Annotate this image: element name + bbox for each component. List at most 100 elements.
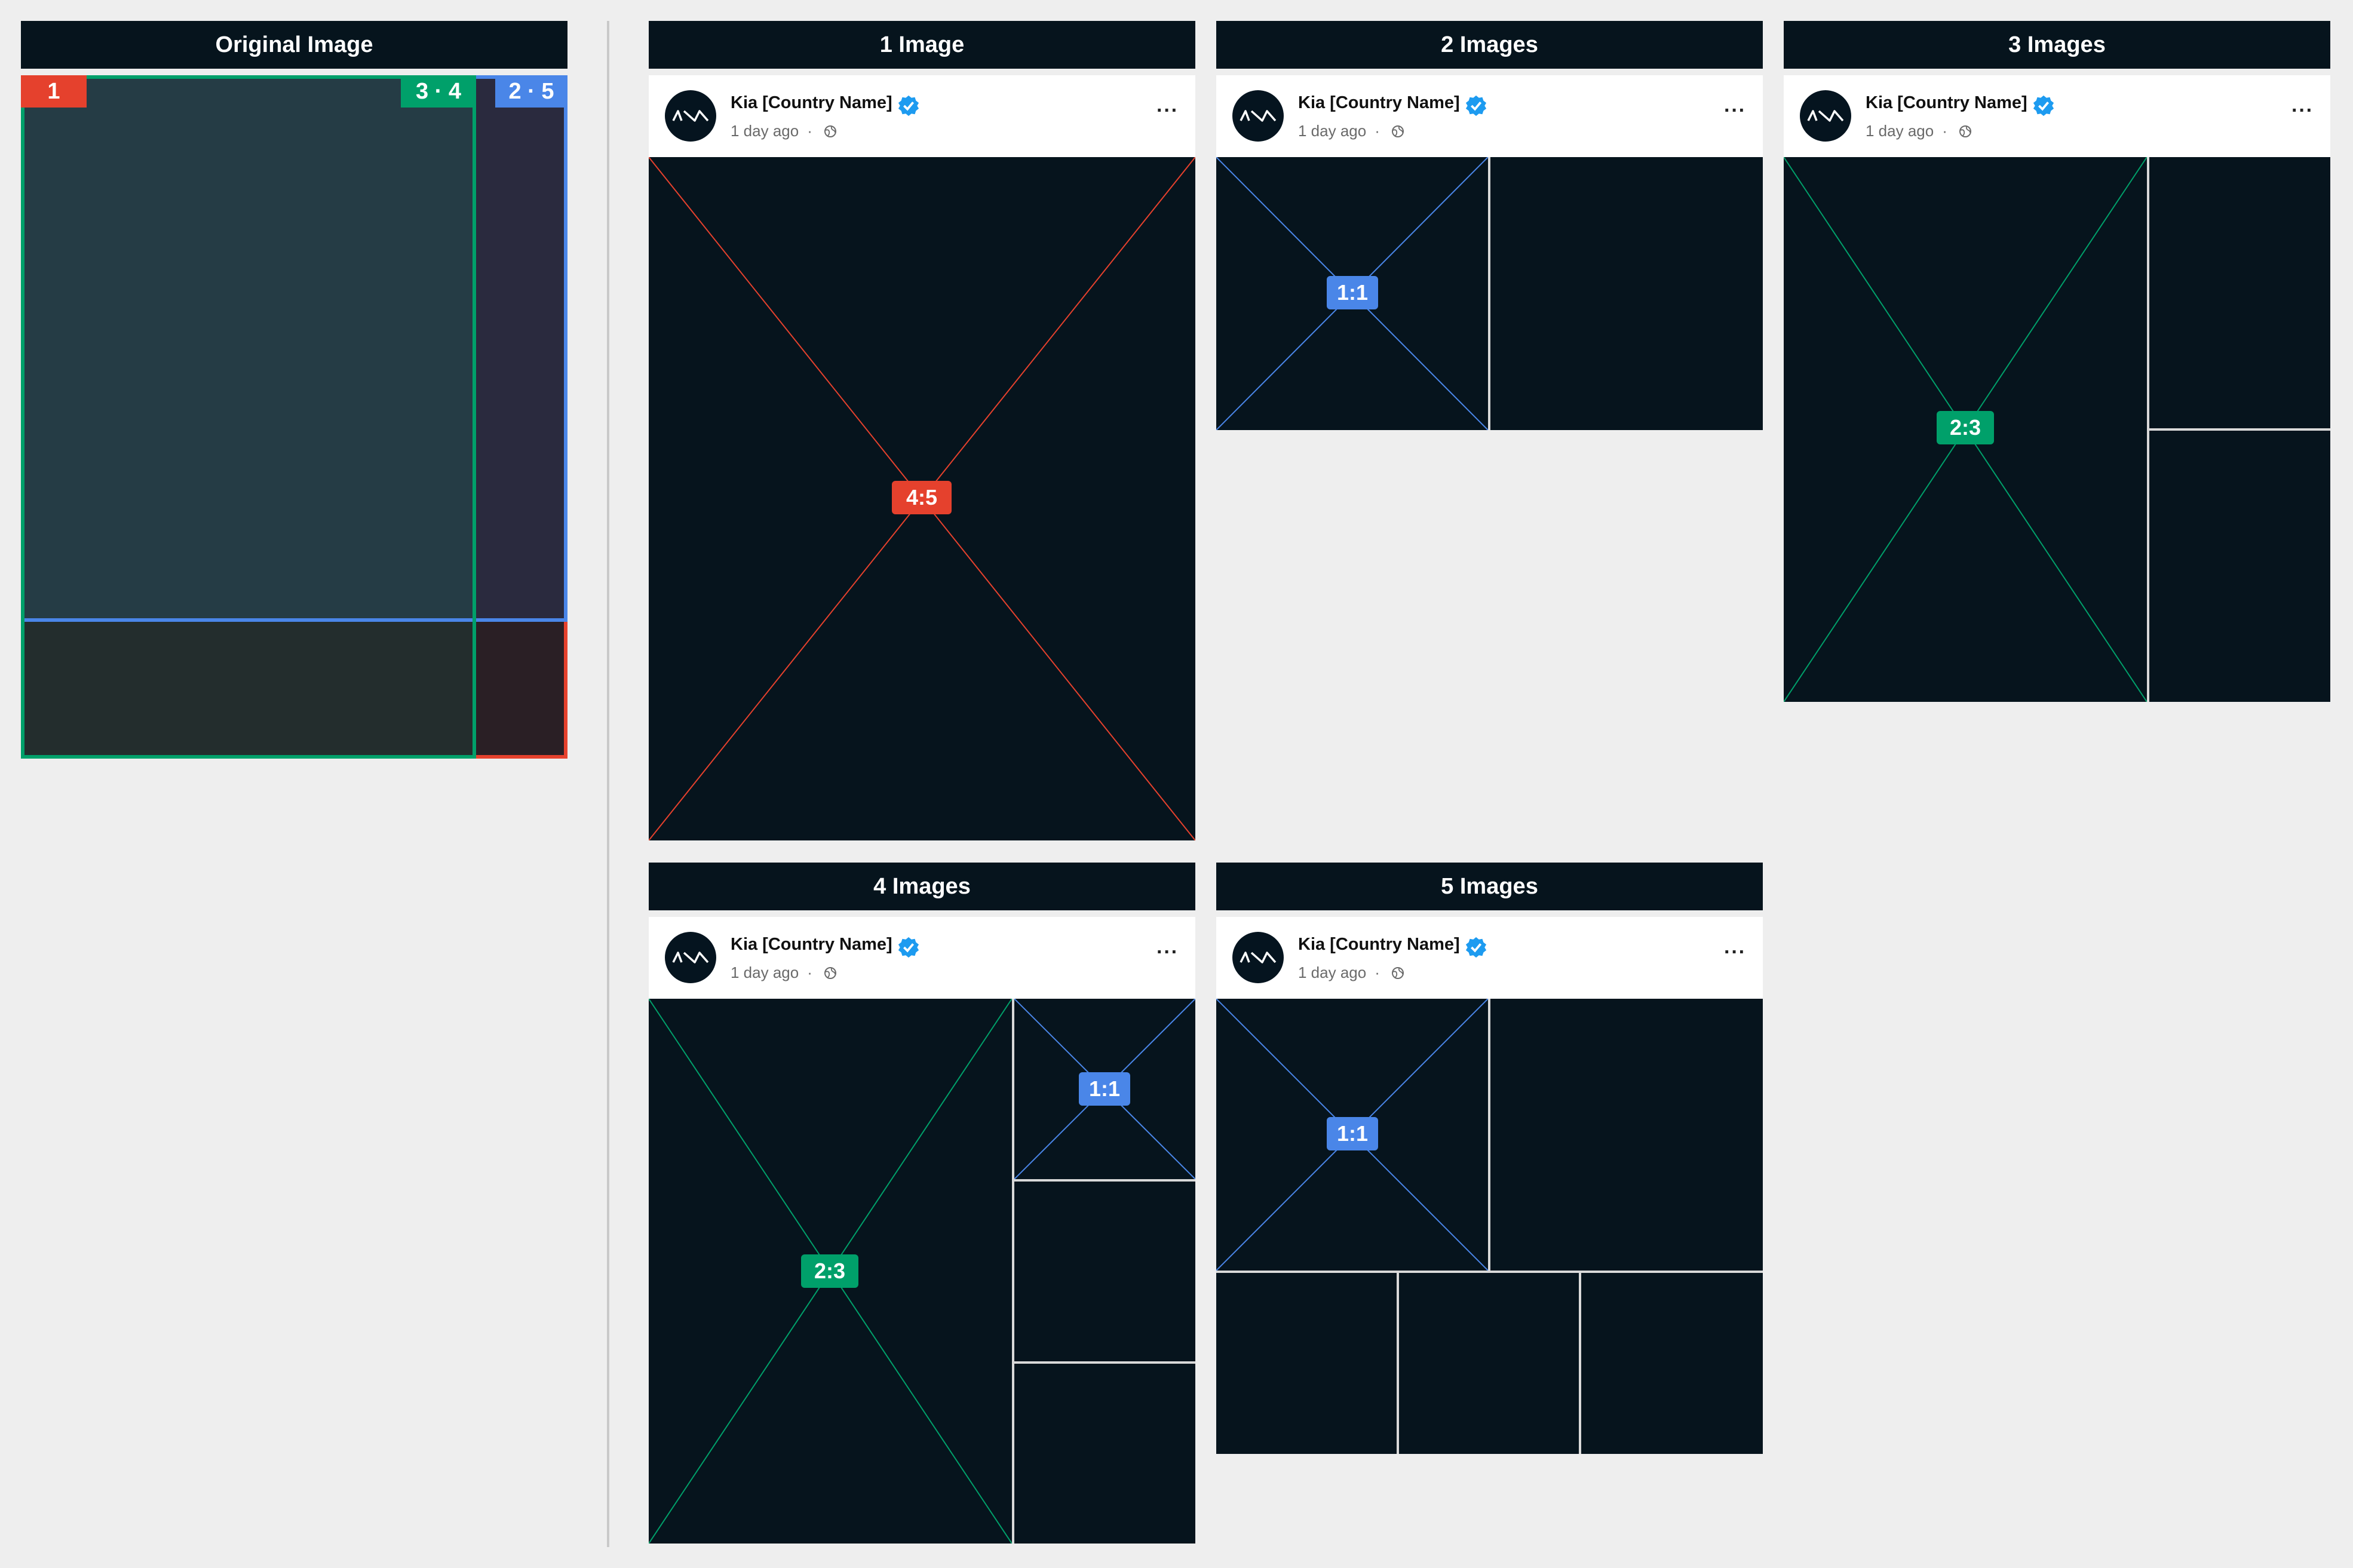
post-meta: 1 day ago · — [731, 963, 837, 982]
globe-icon — [824, 125, 836, 137]
aspect-ratio-badge: 2:3 — [1937, 411, 1994, 444]
post-header: Kia [Country Name] 1 day ago · ··· — [649, 75, 1195, 157]
globe-icon — [1391, 125, 1404, 137]
tile-divider — [1012, 999, 1014, 1544]
crop-region-corner — [473, 619, 567, 759]
post-header: Kia [Country Name] 1 day ago · ··· — [1216, 75, 1763, 157]
image-tile-4[interactable] — [1014, 1364, 1195, 1544]
avatar[interactable] — [1800, 90, 1851, 142]
aspect-ratio-badge-side: 1:1 — [1079, 1072, 1130, 1106]
post-media[interactable]: 2:3 1:1 — [649, 999, 1195, 1544]
meta-separator: · — [1375, 122, 1380, 140]
post-media[interactable]: 1:1 — [1216, 157, 1763, 430]
column-divider — [607, 21, 609, 1547]
meta-separator: · — [807, 963, 812, 981]
header-5-images: 5 Images — [1216, 863, 1763, 910]
avatar[interactable] — [665, 932, 716, 983]
more-icon[interactable]: ··· — [1724, 941, 1746, 963]
aspect-ratio-badge: 1:1 — [1327, 276, 1378, 309]
post-4-images: Kia [Country Name] 1 day ago · ··· 2:3 1:… — [649, 917, 1195, 1544]
image-tile-5[interactable] — [1581, 1273, 1763, 1454]
post-5-images: Kia [Country Name] 1 day ago · ··· 1:1 — [1216, 917, 1763, 1454]
post-time: 1 day ago — [731, 122, 799, 140]
meta-separator: · — [1942, 122, 1947, 140]
verified-badge-icon — [1465, 937, 1487, 958]
post-header: Kia [Country Name] 1 day ago · ··· — [1784, 75, 2330, 157]
tile-divider — [1216, 1271, 1763, 1273]
image-tile-3[interactable] — [1014, 1182, 1195, 1361]
tile-divider — [1579, 1273, 1581, 1454]
avatar[interactable] — [1232, 932, 1284, 983]
post-meta: 1 day ago · — [1298, 122, 1405, 140]
kia-logo-icon — [1240, 952, 1277, 963]
post-meta: 1 day ago · — [1866, 122, 1972, 140]
post-header: Kia [Country Name] 1 day ago · ··· — [649, 917, 1195, 999]
crop-outline-3-4 — [21, 75, 476, 759]
image-tile-3[interactable] — [2149, 431, 2330, 702]
post-meta: 1 day ago · — [1298, 963, 1405, 982]
tile-divider — [1488, 999, 1490, 1271]
verified-badge-icon — [898, 95, 919, 116]
tile-divider — [2149, 428, 2330, 431]
original-image-diagram: 1 3 · 4 2 · 5 — [21, 75, 567, 759]
tile-divider — [1397, 1273, 1399, 1454]
kia-logo-icon — [1807, 110, 1844, 122]
kia-logo-icon — [672, 952, 709, 963]
verified-badge-icon — [2033, 95, 2054, 116]
more-icon[interactable]: ··· — [2291, 99, 2314, 122]
globe-icon — [1391, 966, 1404, 979]
tile-divider — [2147, 157, 2149, 702]
meta-separator: · — [1375, 963, 1380, 981]
image-tile-2[interactable] — [2149, 157, 2330, 428]
more-icon[interactable]: ··· — [1156, 941, 1179, 963]
page-name[interactable]: Kia [Country Name] — [731, 93, 892, 112]
meta-separator: · — [807, 122, 812, 140]
crop-tag-1: 1 — [21, 75, 87, 108]
page-name[interactable]: Kia [Country Name] — [731, 935, 892, 954]
verified-badge-icon — [1465, 95, 1487, 116]
post-meta: 1 day ago · — [731, 122, 837, 140]
tile-divider — [1014, 1179, 1195, 1182]
crop-tag-3-4: 3 · 4 — [401, 75, 476, 108]
kia-logo-icon — [672, 110, 709, 122]
post-time: 1 day ago — [1866, 122, 1934, 140]
page-name[interactable]: Kia [Country Name] — [1298, 93, 1460, 112]
crop-tag-2-5: 2 · 5 — [495, 75, 567, 108]
tile-divider — [1014, 1361, 1195, 1364]
post-3-images: Kia [Country Name] 1 day ago · ··· 2:3 — [1784, 75, 2330, 702]
crop-region-main — [21, 75, 473, 619]
crop-region-side — [473, 75, 567, 619]
aspect-ratio-badge-main: 2:3 — [801, 1254, 858, 1288]
post-time: 1 day ago — [731, 963, 799, 981]
tile-divider — [1488, 157, 1490, 430]
post-1-image: Kia [Country Name] 1 day ago · ··· 4:5 — [649, 75, 1195, 840]
header-1-image: 1 Image — [649, 21, 1195, 69]
header-2-images: 2 Images — [1216, 21, 1763, 69]
header-original-image: Original Image — [21, 21, 567, 69]
post-media[interactable]: 2:3 — [1784, 157, 2330, 702]
image-tile-4[interactable] — [1399, 1273, 1579, 1454]
page-name[interactable]: Kia [Country Name] — [1298, 935, 1460, 954]
aspect-ratio-badge: 1:1 — [1327, 1117, 1378, 1150]
globe-icon — [1959, 125, 1971, 137]
verified-badge-icon — [898, 937, 919, 958]
post-header: Kia [Country Name] 1 day ago · ··· — [1216, 917, 1763, 999]
more-icon[interactable]: ··· — [1724, 99, 1746, 122]
avatar[interactable] — [665, 90, 716, 142]
globe-icon — [824, 966, 836, 979]
header-4-images: 4 Images — [649, 863, 1195, 910]
image-tile-2[interactable] — [1490, 157, 1763, 430]
post-media[interactable]: 4:5 — [649, 157, 1195, 840]
kia-logo-icon — [1240, 110, 1277, 122]
crop-region-bottom — [21, 619, 473, 759]
aspect-ratio-badge: 4:5 — [892, 481, 952, 514]
post-media[interactable]: 1:1 — [1216, 999, 1763, 1454]
image-tile-3[interactable] — [1216, 1273, 1397, 1454]
image-tile-2[interactable] — [1490, 999, 1763, 1271]
page-name[interactable]: Kia [Country Name] — [1866, 93, 2027, 112]
avatar[interactable] — [1232, 90, 1284, 142]
more-icon[interactable]: ··· — [1156, 99, 1179, 122]
post-time: 1 day ago — [1298, 122, 1367, 140]
header-3-images: 3 Images — [1784, 21, 2330, 69]
post-time: 1 day ago — [1298, 963, 1367, 981]
